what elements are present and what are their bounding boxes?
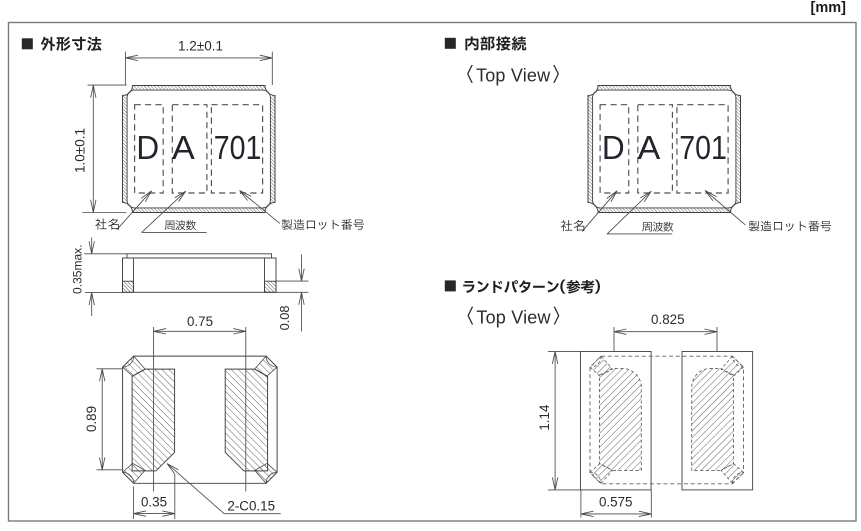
- svg-text:0.08: 0.08: [277, 305, 292, 330]
- svg-text:2-C0.15: 2-C0.15: [227, 499, 275, 514]
- svg-text:701: 701: [679, 129, 727, 166]
- svg-text:0.35: 0.35: [141, 494, 167, 509]
- svg-text:A: A: [638, 129, 661, 166]
- svg-text:0.825: 0.825: [651, 312, 685, 327]
- svg-text:0.35max.: 0.35max.: [70, 244, 84, 294]
- svg-text:1.0±0.1: 1.0±0.1: [72, 128, 87, 173]
- svg-text:A: A: [172, 129, 195, 166]
- svg-text:0.89: 0.89: [84, 406, 99, 432]
- svg-text:0.75: 0.75: [187, 314, 213, 329]
- svg-text:D: D: [602, 129, 625, 166]
- svg-text:D: D: [136, 129, 159, 166]
- svg-text:Top View: Top View: [476, 66, 551, 86]
- svg-text:1.2±0.1: 1.2±0.1: [178, 38, 223, 53]
- svg-text:Top View: Top View: [476, 307, 551, 327]
- svg-text:[mm]: [mm]: [811, 0, 847, 16]
- svg-text:1.14: 1.14: [537, 404, 552, 431]
- svg-text:701: 701: [214, 129, 262, 166]
- svg-text:0.575: 0.575: [599, 494, 633, 509]
